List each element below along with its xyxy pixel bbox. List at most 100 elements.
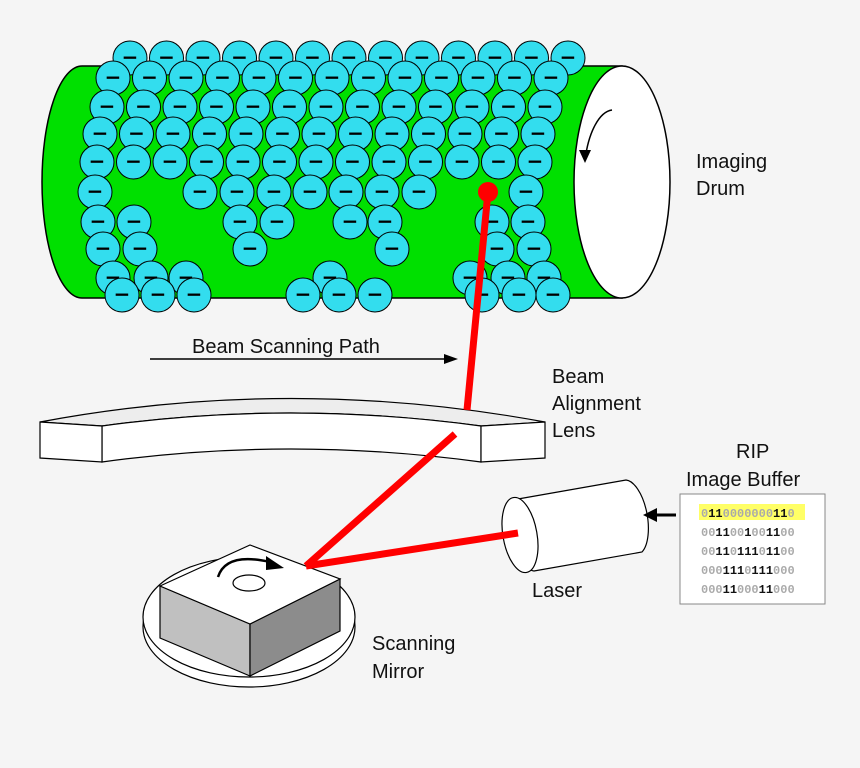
bit: 0 (751, 526, 758, 540)
beam-scanning-path-label: Beam Scanning Path (192, 336, 380, 358)
bit: 1 (715, 545, 722, 559)
bit: 1 (723, 583, 730, 597)
bit: 0 (787, 526, 794, 540)
negative-charge-icon: − (192, 179, 209, 203)
toner-particle-circle (285, 277, 321, 313)
negative-charge-icon: − (95, 236, 112, 260)
negative-charge-icon: − (92, 121, 109, 145)
beam-alignment-lens-label-line3: Lens (552, 420, 595, 442)
negative-charge-icon: − (470, 65, 487, 89)
toner-particle: − (285, 277, 321, 313)
bit: 0 (780, 583, 787, 597)
bit: 1 (751, 564, 758, 578)
negative-charge-icon: − (287, 65, 304, 89)
negative-charge-icon: − (360, 65, 377, 89)
bit: 1 (773, 526, 780, 540)
toner-particle: − (262, 144, 297, 180)
bit: 1 (715, 526, 722, 540)
toner-particle: − (95, 60, 131, 96)
negative-charge-icon: − (122, 45, 139, 69)
toner-particle: − (387, 60, 423, 96)
beam-laser-to-mirror (305, 529, 519, 570)
toner-particle: − (122, 231, 158, 267)
negative-charge-icon: − (411, 179, 428, 203)
toner-particle: − (152, 144, 188, 180)
negative-charge-icon: − (87, 179, 104, 203)
negative-charge-icon: − (99, 94, 116, 118)
toner-particle: − (328, 174, 364, 210)
scanning-mirror-label-line2: Mirror (372, 661, 425, 683)
toner-particle: − (374, 231, 410, 267)
toner-particle: − (77, 174, 113, 210)
negative-charge-icon: − (560, 45, 577, 69)
negative-charge-icon: − (397, 65, 414, 89)
bit: 1 (723, 526, 730, 540)
toner-particle-circle (104, 277, 140, 313)
bit: 0 (701, 545, 708, 559)
bit: 0 (780, 564, 787, 578)
toner-particle: − (510, 204, 546, 240)
bit: 0 (715, 583, 722, 597)
bit: 1 (766, 564, 773, 578)
toner-particle: − (272, 89, 307, 125)
toner-particle-circle (481, 144, 516, 180)
toner-particle-circle (152, 144, 188, 180)
bit: 1 (773, 545, 780, 559)
negative-charge-icon: − (266, 179, 283, 203)
toner-particle-circle (232, 231, 268, 267)
bit: 0 (787, 564, 794, 578)
bit: 1 (730, 583, 737, 597)
bit: 0 (744, 583, 751, 597)
negative-charge-icon: − (195, 45, 212, 69)
negative-charge-icon: − (132, 236, 149, 260)
lens-front-face (101, 412, 482, 463)
bit: 0 (751, 583, 758, 597)
toner-particle: − (447, 116, 483, 152)
beam-alignment-lens-label-line2: Alignment (552, 393, 641, 415)
toner-particle: − (116, 204, 152, 240)
toner-particle: − (424, 60, 459, 96)
toner-particle-circle (332, 204, 368, 240)
negative-charge-icon: − (232, 209, 249, 233)
negative-charge-icon: − (341, 45, 358, 69)
negative-charge-icon: − (89, 149, 106, 173)
negative-charge-icon: − (324, 65, 341, 89)
imaging-drum-label-line2: Drum (696, 178, 745, 200)
negative-charge-icon: − (342, 209, 359, 233)
toner-particle-circle (357, 277, 393, 313)
bit: 0 (766, 507, 773, 521)
toner-particle: − (119, 116, 154, 152)
negative-charge-icon: − (344, 149, 361, 173)
toner-particle: − (232, 231, 268, 267)
bit: 1 (766, 545, 773, 559)
bit: 1 (744, 526, 751, 540)
bit: 0 (787, 583, 794, 597)
bit: 0 (715, 564, 722, 578)
toner-particle: − (182, 174, 218, 210)
lens-left-end (39, 421, 103, 463)
bit: 0 (701, 526, 708, 540)
toner-particle: − (259, 204, 295, 240)
toner-particle: − (351, 60, 386, 96)
bit: 0 (744, 507, 751, 521)
negative-charge-icon: − (208, 94, 225, 118)
bit: 0 (773, 564, 780, 578)
bit: 0 (723, 507, 730, 521)
toner-particle: − (408, 144, 443, 180)
negative-charge-icon: − (537, 94, 554, 118)
beam-alignment-lens (39, 397, 546, 463)
negative-charge-icon: − (271, 149, 288, 173)
bit: 0 (780, 545, 787, 559)
toner-particle: − (205, 60, 240, 96)
toner-particle: − (126, 89, 161, 125)
bit: 0 (701, 507, 708, 521)
drum-end-cap (573, 65, 671, 299)
negative-charge-icon: − (450, 45, 467, 69)
image-buffer-row: 0110000000110 (701, 507, 795, 521)
toner-particle-circle (259, 204, 295, 240)
negative-charge-icon: − (235, 149, 252, 173)
toner-particle: − (357, 277, 393, 313)
toner-particle: − (292, 174, 328, 210)
scanning-mirror (142, 544, 356, 688)
toner-particle: − (533, 60, 569, 96)
